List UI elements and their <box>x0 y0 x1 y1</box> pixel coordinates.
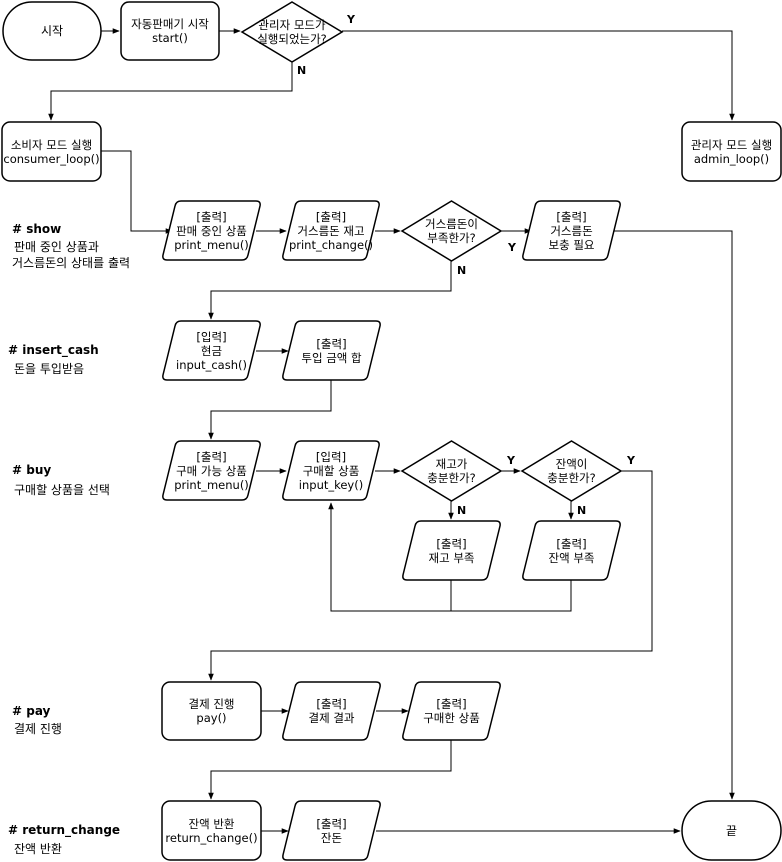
edge-label-yes: Y <box>347 13 355 26</box>
edge-label-yes: Y <box>507 454 515 467</box>
connector-arrow <box>328 502 452 612</box>
node-print-menu1 <box>162 200 261 261</box>
edge-label-yes: Y <box>508 241 516 254</box>
node-cash-sum <box>282 320 381 381</box>
connector-arrow <box>208 261 452 320</box>
node-stock-check <box>400 440 503 502</box>
section-title-buy: # buy <box>12 463 52 477</box>
edge-label-no: N <box>297 64 307 77</box>
section-title-insert-cash: # insert_cash <box>8 343 99 357</box>
node-print-change <box>282 200 380 261</box>
edge-label-no: N <box>457 504 467 517</box>
node-change-out <box>282 800 381 861</box>
node-balance-short <box>522 520 621 581</box>
node-start <box>2 1 102 61</box>
node-change-short <box>400 200 503 262</box>
node-pay-result <box>282 681 381 741</box>
node-stock-short <box>402 520 501 581</box>
section-desc-show-1: 판매 중인 상품과 <box>14 240 99 254</box>
connector-arrow <box>48 62 293 121</box>
node-bought <box>402 681 501 741</box>
node-pay <box>161 681 262 741</box>
connector-arrow <box>208 380 332 440</box>
edge-label-no: N <box>457 264 467 277</box>
node-admin <box>681 121 782 182</box>
node-return-change <box>161 800 262 861</box>
node-balance-check <box>520 440 623 502</box>
section-title-show: # show <box>12 222 62 236</box>
section-desc-return-change: 잔액 반환 <box>14 842 62 856</box>
node-refill <box>522 200 621 261</box>
edge-label-yes: Y <box>627 454 635 467</box>
node-print-menu2 <box>162 440 261 501</box>
node-admin-check <box>240 1 344 63</box>
node-end <box>681 800 782 861</box>
connector-arrow <box>208 740 452 800</box>
section-title-return-change: # return_change <box>8 823 121 837</box>
connector-arrow <box>101 150 173 234</box>
node-input-key <box>282 440 380 501</box>
connector-arrow <box>342 30 735 121</box>
section-title-pay: # pay <box>12 704 51 718</box>
node-input-cash <box>162 320 261 381</box>
node-vend-start <box>120 1 220 61</box>
connector-arrow <box>208 470 653 681</box>
section-desc-insert-cash: 돈을 투입받음 <box>14 362 85 376</box>
node-consumer <box>1 121 102 182</box>
edge-label-no: N <box>577 504 587 517</box>
section-desc-pay: 결제 진행 <box>14 722 62 736</box>
section-desc-show-2: 거스름돈의 상태를 출력 <box>12 256 131 270</box>
connector-arrow <box>451 580 572 612</box>
connector-arrow <box>612 230 735 800</box>
section-desc-buy: 구매할 상품을 선택 <box>14 483 110 497</box>
